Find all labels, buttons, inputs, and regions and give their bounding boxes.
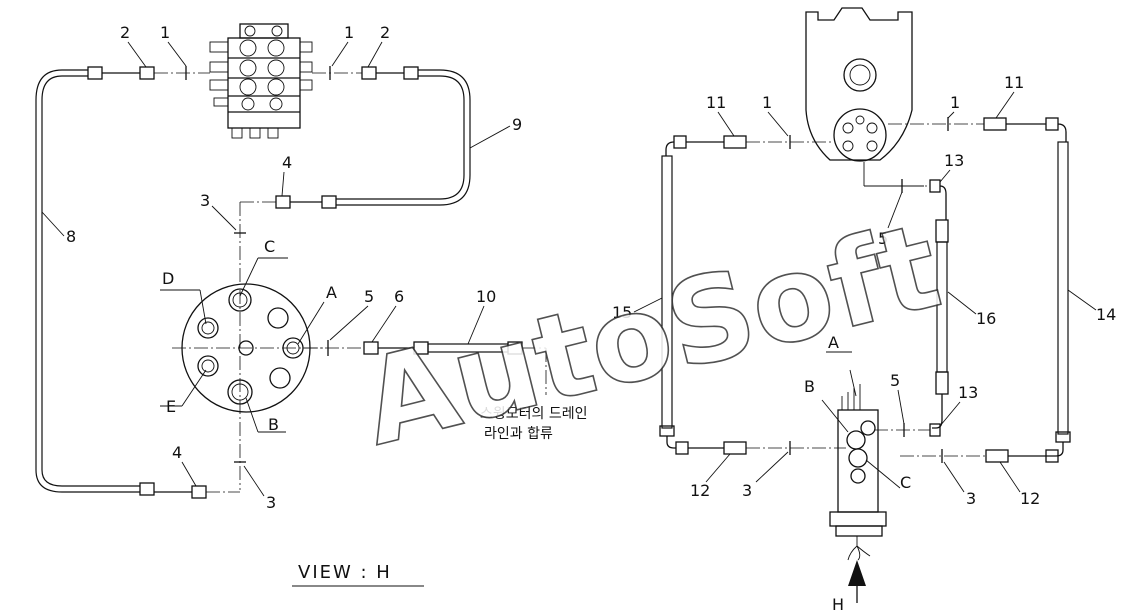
label-d: D — [162, 269, 174, 288]
swing-reduction-gear — [805, 7, 924, 187]
hose-9 — [336, 69, 471, 206]
fitting-2-left — [139, 66, 155, 80]
label-13: 13 — [944, 151, 964, 170]
label-2: 2 — [380, 23, 390, 42]
label-e: E — [166, 397, 176, 416]
label-c: C — [900, 473, 911, 492]
label-3: 3 — [742, 481, 752, 500]
label-5: 5 — [890, 371, 900, 390]
label-1: 1 — [950, 93, 960, 112]
label-1: 1 — [762, 93, 772, 112]
fitting-2-right — [361, 66, 377, 80]
fitting-4-bottom — [191, 485, 207, 499]
label-4: 4 — [282, 153, 292, 172]
drain-note-line-2: 라인과 합류 — [484, 426, 553, 442]
fitting-4-top — [275, 195, 291, 209]
hose-15 — [661, 155, 673, 429]
label-c: C — [264, 237, 275, 256]
view-arrow-h — [848, 560, 866, 586]
label-3: 3 — [266, 493, 276, 512]
drain-note-line-1: 스윙모터의 드레인 — [480, 406, 588, 422]
label-9: 9 — [512, 115, 522, 134]
label-16: 16 — [976, 309, 996, 328]
label-14: 14 — [1096, 305, 1116, 324]
label-1: 1 — [160, 23, 170, 42]
fitting-12-right — [985, 449, 1009, 463]
label-13: 13 — [958, 383, 978, 402]
label-5: 5 — [878, 229, 888, 248]
label-a: A — [326, 283, 337, 302]
label-8: 8 — [66, 227, 76, 246]
label-10: 10 — [476, 287, 496, 306]
label-b: B — [268, 415, 279, 434]
fitting-11-right — [983, 117, 1007, 131]
label-6: 6 — [394, 287, 404, 306]
label-12: 12 — [1020, 489, 1040, 508]
view-title: VIEW : H — [298, 562, 392, 583]
label-15: 15 — [612, 303, 632, 322]
label-b: B — [804, 377, 815, 396]
control-valve — [209, 23, 313, 139]
center-joint — [821, 369, 901, 561]
label-4: 4 — [172, 443, 182, 462]
hose-14 — [1057, 141, 1069, 435]
fitting-12-left — [723, 441, 747, 455]
label-11: 11 — [706, 93, 726, 112]
arrow-label-h: H — [832, 595, 844, 614]
label-3: 3 — [200, 191, 210, 210]
elbow-13-top — [929, 179, 941, 193]
elbow-13-bottom — [929, 423, 941, 437]
hose-8 — [35, 69, 140, 493]
fitting-11-left — [723, 135, 747, 149]
label-a: A — [828, 333, 839, 352]
label-2: 2 — [120, 23, 130, 42]
label-5: 5 — [364, 287, 374, 306]
label-11: 11 — [1004, 73, 1024, 92]
label-1: 1 — [344, 23, 354, 42]
label-3: 3 — [966, 489, 976, 508]
label-12: 12 — [690, 481, 710, 500]
